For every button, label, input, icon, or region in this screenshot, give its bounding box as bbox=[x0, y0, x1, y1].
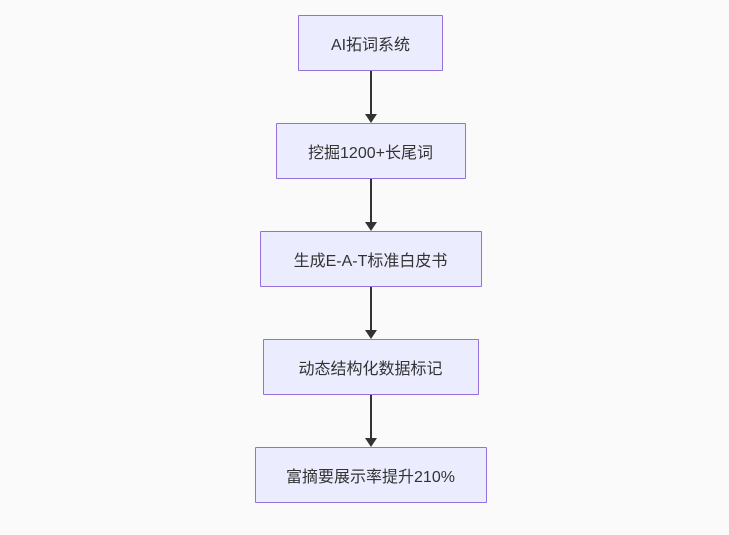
arrowhead-down-icon bbox=[364, 222, 377, 231]
flow-node-structured-data-markup: 动态结构化数据标记 bbox=[262, 339, 479, 395]
arrow-line bbox=[369, 287, 372, 330]
flow-node-longtail-keywords: 挖掘1200+长尾词 bbox=[275, 123, 466, 179]
flow-node-label: 动态结构化数据标记 bbox=[298, 361, 443, 378]
edge-arrow-3 bbox=[364, 287, 377, 339]
arrowhead-down-icon bbox=[364, 438, 377, 447]
flow-node-rich-snippet-result: 富摘要展示率提升210% bbox=[254, 447, 487, 503]
flow-node-label: AI拓词系统 bbox=[330, 37, 411, 54]
flow-node-ai-word-system: AI拓词系统 bbox=[298, 15, 443, 71]
arrowhead-down-icon bbox=[364, 330, 377, 339]
flow-node-label: 生成E-A-T标准白皮书 bbox=[293, 253, 448, 270]
flow-node-label: 挖掘1200+长尾词 bbox=[308, 145, 433, 162]
edge-arrow-2 bbox=[364, 179, 377, 231]
arrowhead-down-icon bbox=[364, 114, 377, 123]
flowchart-canvas: AI拓词系统 挖掘1200+长尾词 生成E-A-T标准白皮书 动态结构化数据标记… bbox=[6, 0, 729, 535]
flow-node-eat-whitepaper: 生成E-A-T标准白皮书 bbox=[259, 231, 482, 287]
arrow-line bbox=[369, 395, 372, 438]
edge-arrow-4 bbox=[364, 395, 377, 447]
edge-arrow-1 bbox=[364, 71, 377, 123]
arrow-line bbox=[369, 179, 372, 222]
arrow-line bbox=[369, 71, 372, 114]
flow-node-label: 富摘要展示率提升210% bbox=[286, 469, 455, 486]
